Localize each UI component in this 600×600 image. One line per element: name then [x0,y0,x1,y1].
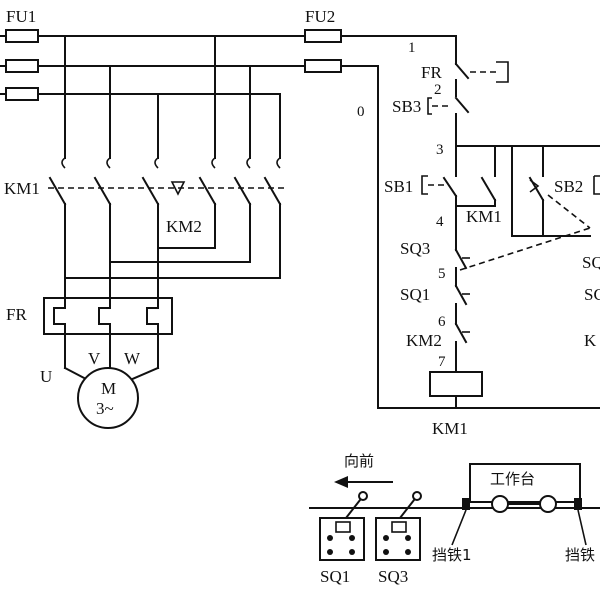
table-layout: 向前 工作台 挡铁1 挡铁 SQ1 [309,452,600,586]
fuse-icon [5,59,39,73]
node-4-label: 4 [436,214,444,230]
km1-aux-label: KM1 [466,207,502,226]
motor-m-label: M [101,379,116,398]
node-2-label: 2 [434,82,442,98]
node-6-label: 6 [438,314,446,330]
stop-iron-2-label: 挡铁 [565,546,595,564]
sb1-label: SB1 [384,177,413,196]
fu2-label: FU2 [305,7,335,26]
km2-main-label: KM2 [166,217,202,236]
cut-sq-a-label: SQ [582,253,600,272]
worktable [469,463,581,503]
control-circuit: FU2 1 0 FR 2 SB3 3 SB1 4 [249,7,600,438]
sq3-bottom-label: SQ3 [378,567,408,586]
fr-main-label: FR [6,305,27,324]
cut-sq-b-label: SC [584,285,600,304]
sb2-label: SB2 [554,177,583,196]
sq1-bottom-label: SQ1 [320,567,350,586]
motor-phase-label: 3~ [96,399,114,418]
sq1-switch [319,517,365,561]
node-5-label: 5 [438,266,446,282]
fuse-icon [304,59,342,73]
km1-coil-label: KM1 [432,419,468,438]
node-3-label: 3 [436,142,444,158]
fuse-icon [5,87,39,101]
cut-km-label: K [584,331,597,350]
w-label: W [124,349,141,368]
km1-coil [429,371,483,397]
main-circuit: FU1 KM1 KM2 [0,7,306,429]
interlock-triangle [170,181,186,196]
node-1-label: 1 [408,40,416,56]
arrow-left-icon [334,476,348,488]
stop-iron-1-label: 挡铁1 [432,546,472,564]
node-0-label: 0 [357,104,365,120]
sq3-ctrl-label: SQ3 [400,239,430,258]
forward-label: 向前 [344,452,374,470]
sq1-ctrl-label: SQ1 [400,285,430,304]
fr-ctrl-label: FR [421,63,442,82]
sq3-switch [375,517,421,561]
v-label: V [88,349,101,368]
fu1-label: FU1 [6,7,36,26]
sb3-label: SB3 [392,97,421,116]
motor-icon [77,367,139,429]
node-7-label: 7 [438,354,446,370]
u-label: U [40,367,52,386]
km2-ctrl-label: KM2 [406,331,442,350]
table-label: 工作台 [490,470,535,488]
km1-main-label: KM1 [4,179,40,198]
fuse-icon [5,29,39,43]
fuse-icon [304,29,342,43]
